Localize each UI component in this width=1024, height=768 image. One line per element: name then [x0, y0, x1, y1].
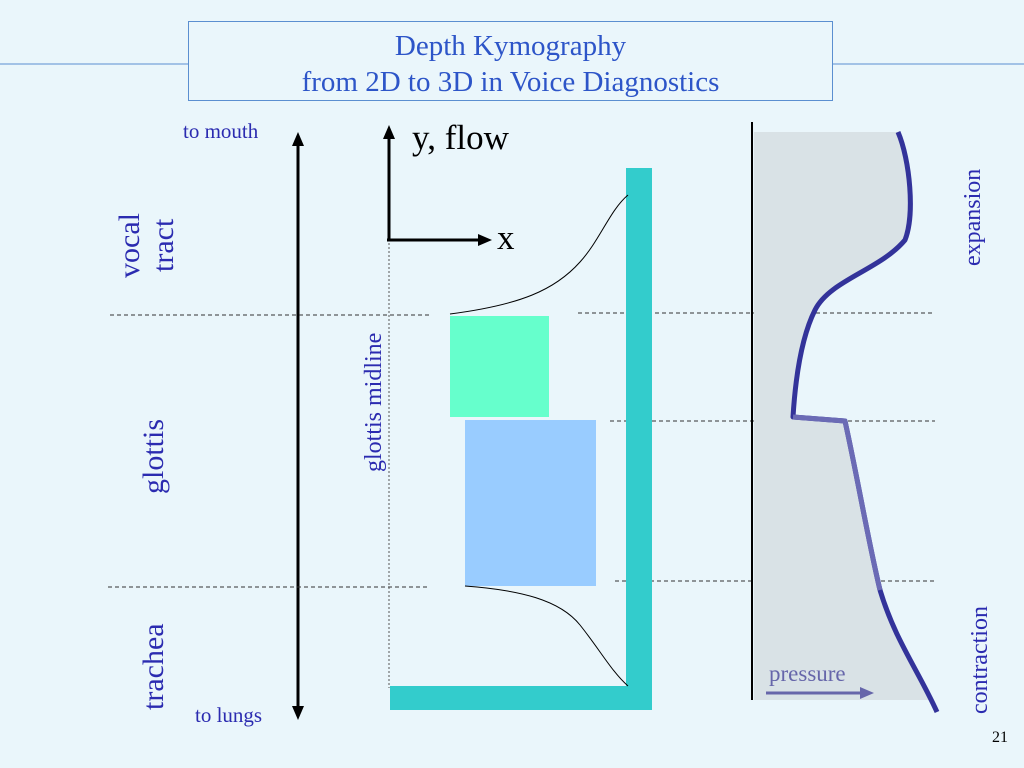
- upper-tract-profile: [449, 194, 629, 315]
- upper-vocal-fold: [450, 316, 549, 417]
- pressure-arrowhead: [860, 687, 874, 699]
- to-mouth-arrowhead: [292, 132, 304, 146]
- x-axis-arrowhead: [478, 234, 492, 246]
- lower-vocal-fold: [465, 420, 596, 586]
- expansion-label: expansion: [960, 168, 986, 266]
- tract-wall-bottom: [390, 686, 652, 710]
- trachea-label: trachea: [137, 623, 170, 710]
- pressure-label: pressure: [769, 661, 846, 686]
- y-flow-axis-label: y, flow: [412, 118, 509, 157]
- vocal-tract-label-line2: tract: [147, 218, 180, 272]
- vocal-tract-label-line1: vocal: [113, 213, 146, 278]
- x-axis-label: x: [497, 218, 515, 257]
- lower-tract-profile: [464, 585, 629, 687]
- vocal-tract-label: vocal tract: [113, 213, 181, 278]
- slide-title: Depth Kymography from 2D to 3D in Voice …: [188, 21, 833, 101]
- page-number: 21: [992, 729, 1008, 746]
- to-lungs-arrowhead: [292, 706, 304, 720]
- pressure-area: [754, 132, 930, 700]
- glottis-label: glottis: [137, 418, 170, 494]
- y-axis-arrowhead: [383, 125, 395, 139]
- title-line-2: from 2D to 3D in Voice Diagnostics: [301, 66, 720, 98]
- pressure-curve: [790, 131, 940, 714]
- tract-wall-vertical: [626, 168, 652, 710]
- to-lungs-label: to lungs: [195, 703, 263, 727]
- contraction-label: contraction: [967, 606, 993, 714]
- glottis-midline-label: glottis midline: [361, 332, 387, 472]
- to-mouth-label: to mouth: [183, 119, 259, 143]
- pressure-curve-mid-segment: [792, 414, 883, 591]
- title-line-1: Depth Kymography: [394, 30, 627, 62]
